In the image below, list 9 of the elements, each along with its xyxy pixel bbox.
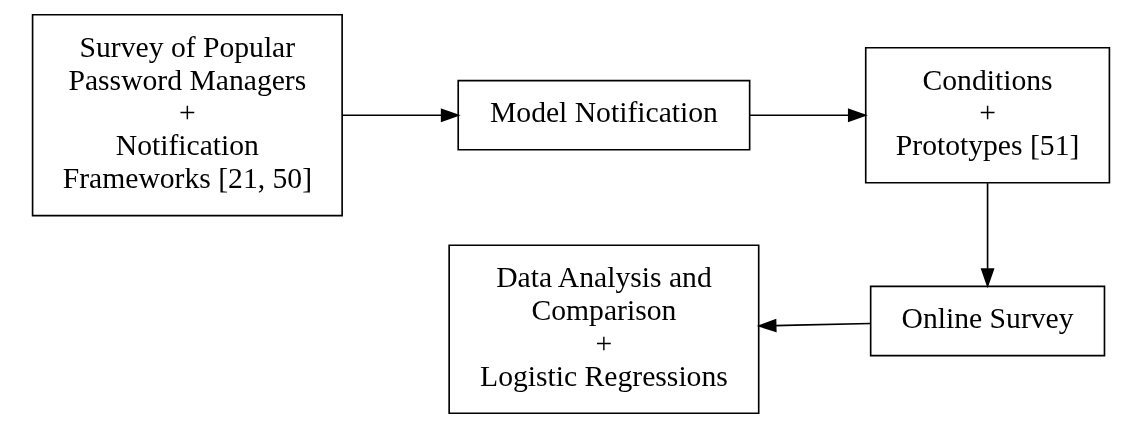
arrow bbox=[756, 318, 871, 333]
node-box: Conditions + Prototypes [51] bbox=[864, 46, 1110, 184]
node-box: Online Survey bbox=[869, 285, 1105, 357]
node-box: Data Analysis and Comparison + Logistic Regressions bbox=[447, 244, 760, 415]
arrow bbox=[341, 108, 461, 123]
node-box: Model Notification bbox=[456, 79, 750, 151]
arrow bbox=[748, 108, 868, 123]
arrow bbox=[980, 182, 994, 289]
node-box: Survey of Popular Password Managers + Notification Frameworks [21, 50] bbox=[31, 13, 343, 217]
